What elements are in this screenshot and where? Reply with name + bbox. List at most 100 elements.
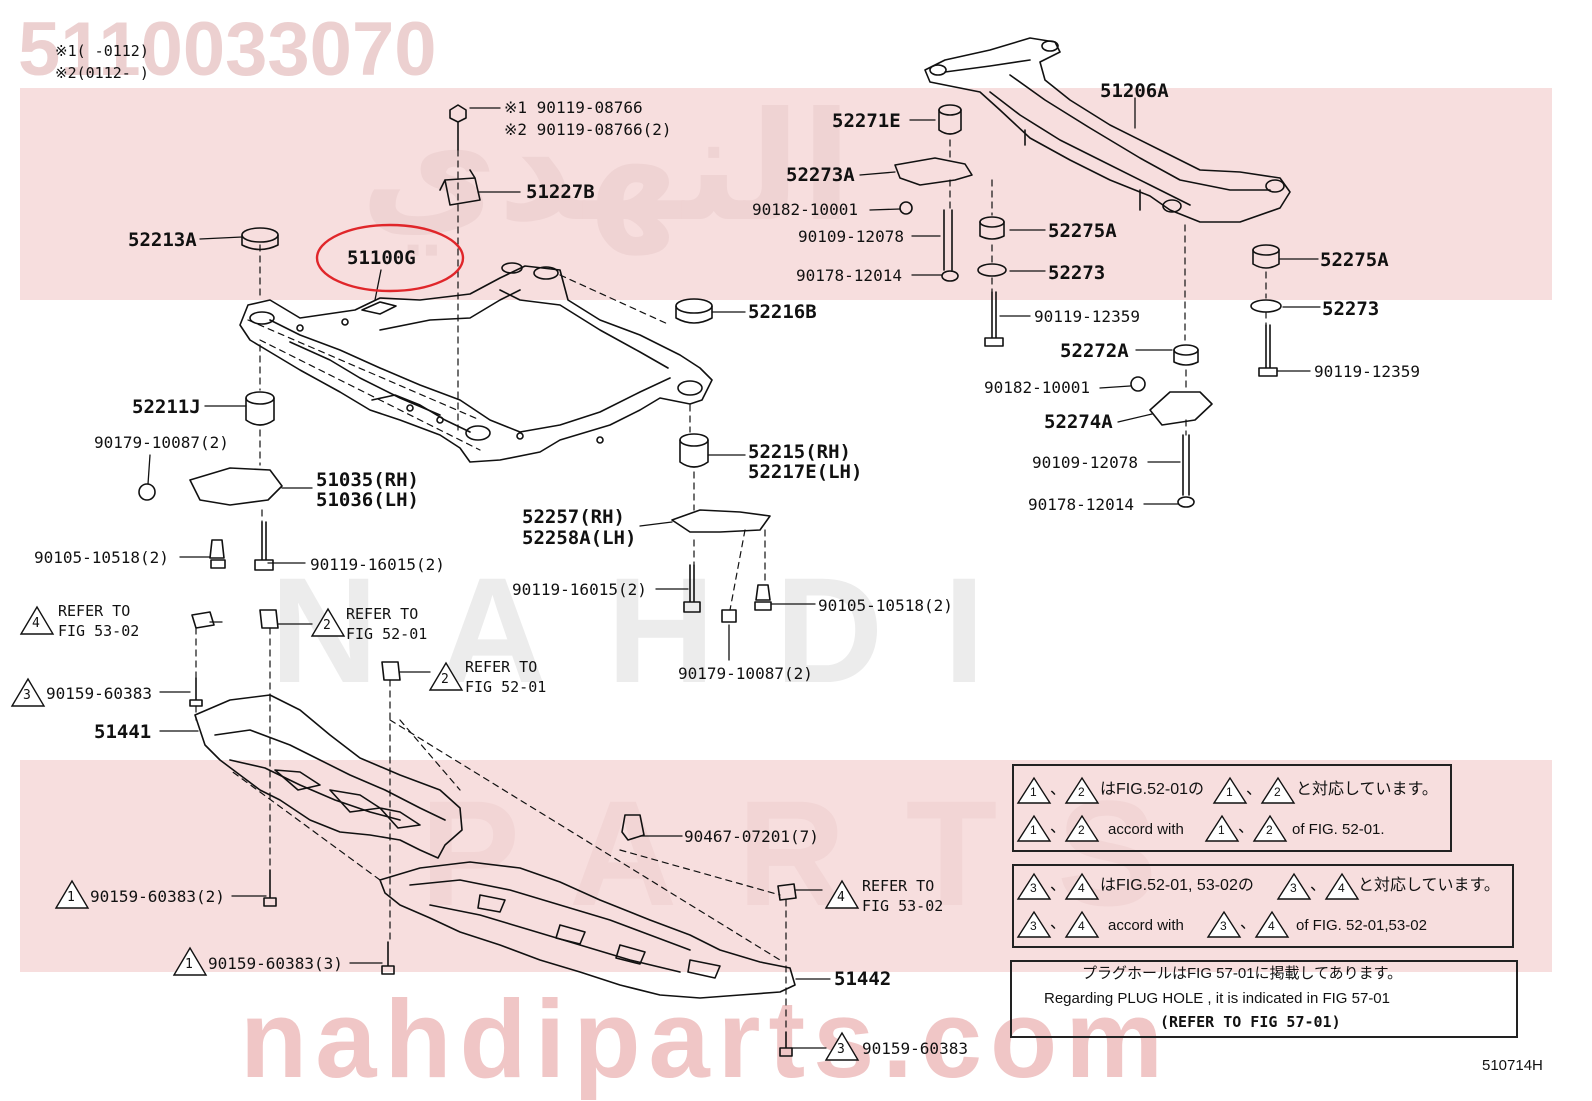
label-52215[interactable]: 52215(RH)	[748, 441, 851, 463]
label-52257[interactable]: 52257(RH)	[522, 506, 625, 528]
label-51227B[interactable]: 51227B	[526, 181, 595, 203]
note1-en-tri4-num: 2	[1266, 823, 1273, 837]
engine-under-cover-51441-drawing	[194, 694, 463, 859]
label-90182-top[interactable]: 90182-10001	[752, 200, 858, 219]
label-90182-mid[interactable]: 90182-10001	[984, 378, 1090, 397]
figure-code: 510714H	[1482, 1057, 1543, 1074]
note-box-2	[1012, 864, 1514, 948]
note-box-1	[1012, 764, 1452, 852]
label-90159-4[interactable]: 90159-60383	[862, 1039, 968, 1058]
refer-4b-line1[interactable]: REFER TO	[862, 877, 935, 895]
label-51206A[interactable]: 51206A	[1100, 80, 1169, 102]
label-52274A[interactable]: 52274A	[1044, 411, 1113, 433]
label-90178-top[interactable]: 90178-12014	[796, 266, 902, 285]
label-51035[interactable]: 51035(RH)	[316, 469, 419, 491]
refer-2a-line1[interactable]: REFER TO	[346, 605, 419, 623]
refer-4b-line2[interactable]: FIG 53-02	[862, 897, 944, 915]
label-52273-2[interactable]: 52273	[1322, 298, 1380, 320]
label-52275A-1[interactable]: 52275A	[1048, 220, 1117, 242]
note1-en-end: of FIG. 52-01.	[1292, 821, 1385, 838]
note3-en: Regarding PLUG HOLE , it is indicated in…	[1044, 990, 1390, 1007]
label-90109-top[interactable]: 90109-12078	[798, 227, 904, 246]
marker-triangle-3b	[824, 1031, 860, 1061]
marker-triangle-3a	[10, 677, 46, 707]
note2-jp-end: と対応しています。	[1358, 877, 1500, 894]
label-52217E[interactable]: 52217E(LH)	[748, 461, 863, 483]
refer-2a-line2[interactable]: FIG 52-01	[346, 625, 428, 643]
label-90179-mid[interactable]: 90179-10087(2)	[678, 664, 813, 683]
note2-jp-text: はFIG.52-01, 53-02の	[1100, 877, 1254, 894]
note2-tri4-num: 4	[1338, 881, 1345, 895]
marker-2a-number: 2	[323, 618, 331, 633]
refer-2b-line2[interactable]: FIG 52-01	[465, 678, 547, 696]
label-51036[interactable]: 51036(LH)	[316, 489, 419, 511]
label-90109-mid[interactable]: 90109-12078	[1032, 453, 1138, 472]
note2-tri3-num: 3	[1290, 881, 1297, 895]
note2-en-tri1-num: 3	[1030, 919, 1037, 933]
watermark-site: nahdiparts.com	[240, 978, 1172, 1101]
note2-en-tri4-num: 4	[1268, 919, 1275, 933]
refer-2b-line1[interactable]: REFER TO	[465, 658, 538, 676]
label-90178-mid[interactable]: 90178-12014	[1028, 495, 1134, 514]
label-90119-12359-1[interactable]: 90119-12359	[1034, 307, 1140, 326]
mount-bushings-drawing	[189, 104, 1282, 533]
label-90159-1[interactable]: 90159-60383	[46, 684, 152, 703]
label-52275A-2[interactable]: 52275A	[1320, 249, 1389, 271]
refer-4a-line1[interactable]: REFER TO	[58, 602, 131, 620]
watermark-band-top	[20, 88, 1552, 300]
label-90105-left[interactable]: 90105-10518(2)	[34, 548, 169, 567]
marker-triangle-2b	[428, 661, 464, 691]
note-box-3	[1010, 960, 1518, 1038]
label-90105-right[interactable]: 90105-10518(2)	[818, 596, 953, 615]
label-52258A[interactable]: 52258A(LH)	[522, 527, 637, 549]
note1-sep2: 、	[1246, 781, 1263, 798]
note2-en-tri2-num: 4	[1078, 919, 1085, 933]
label-90119-16015-mid[interactable]: 90119-16015(2)	[512, 580, 647, 599]
engine-under-cover-51442-drawing	[379, 861, 796, 999]
note1-en-mid: accord with	[1108, 821, 1184, 838]
label-08766-1[interactable]: ※1 90119-08766	[504, 98, 643, 117]
label-52271E[interactable]: 52271E	[832, 110, 901, 132]
label-90179-left[interactable]: 90179-10087(2)	[94, 433, 229, 452]
note2-en-sep1: 、	[1050, 915, 1067, 932]
label-51441[interactable]: 51441	[94, 721, 152, 743]
marker-triangle-1a	[54, 879, 90, 909]
label-52213A[interactable]: 52213A	[128, 229, 197, 251]
label-90119-16015-left[interactable]: 90119-16015(2)	[310, 555, 445, 574]
label-08766-2[interactable]: ※2 90119-08766(2)	[504, 120, 672, 139]
label-51100G[interactable]: 51100G	[347, 247, 416, 269]
label-51442[interactable]: 51442	[834, 968, 892, 990]
label-52272A[interactable]: 52272A	[1060, 340, 1129, 362]
label-52273A[interactable]: 52273A	[786, 164, 855, 186]
marker-triangle-4b	[824, 879, 860, 909]
bolts-drawing	[138, 104, 1278, 1057]
note1-sep1: 、	[1050, 781, 1067, 798]
marker-3b-number: 3	[837, 1042, 845, 1057]
rear-crossmember-drawing	[924, 37, 1291, 223]
note1-en-sep2: 、	[1238, 819, 1255, 836]
header-note-2: ※2(0112- )	[55, 64, 149, 82]
note3-refer[interactable]: (REFER TO FIG 57-01)	[1160, 1013, 1341, 1031]
leader-lines	[147, 97, 1321, 1049]
dashed-guides	[195, 139, 1267, 1033]
label-52211J[interactable]: 52211J	[132, 396, 201, 418]
label-90159-3[interactable]: 90159-60383(3)	[208, 954, 343, 973]
label-90159-2[interactable]: 90159-60383(2)	[90, 887, 225, 906]
label-52216B[interactable]: 52216B	[748, 301, 817, 323]
note2-en-mid: accord with	[1108, 917, 1184, 934]
note2-en-tri3-num: 3	[1220, 919, 1227, 933]
note2-sep1: 、	[1050, 877, 1067, 894]
highlight-circle	[315, 223, 465, 293]
label-52273-1[interactable]: 52273	[1048, 262, 1106, 284]
marker-1b-number: 1	[185, 957, 193, 972]
note1-en-tri2-num: 2	[1078, 823, 1085, 837]
label-90467[interactable]: 90467-07201(7)	[684, 827, 819, 846]
label-90119-12359-2[interactable]: 90119-12359	[1314, 362, 1420, 381]
note2-tri2-num: 4	[1078, 881, 1085, 895]
refer-4a-line2[interactable]: FIG 53-02	[58, 622, 140, 640]
note1-en-tri3-num: 1	[1218, 823, 1225, 837]
marker-triangle-1b	[172, 946, 208, 976]
marker-triangle-2a	[310, 607, 346, 637]
marker-1a-number: 1	[67, 890, 75, 905]
